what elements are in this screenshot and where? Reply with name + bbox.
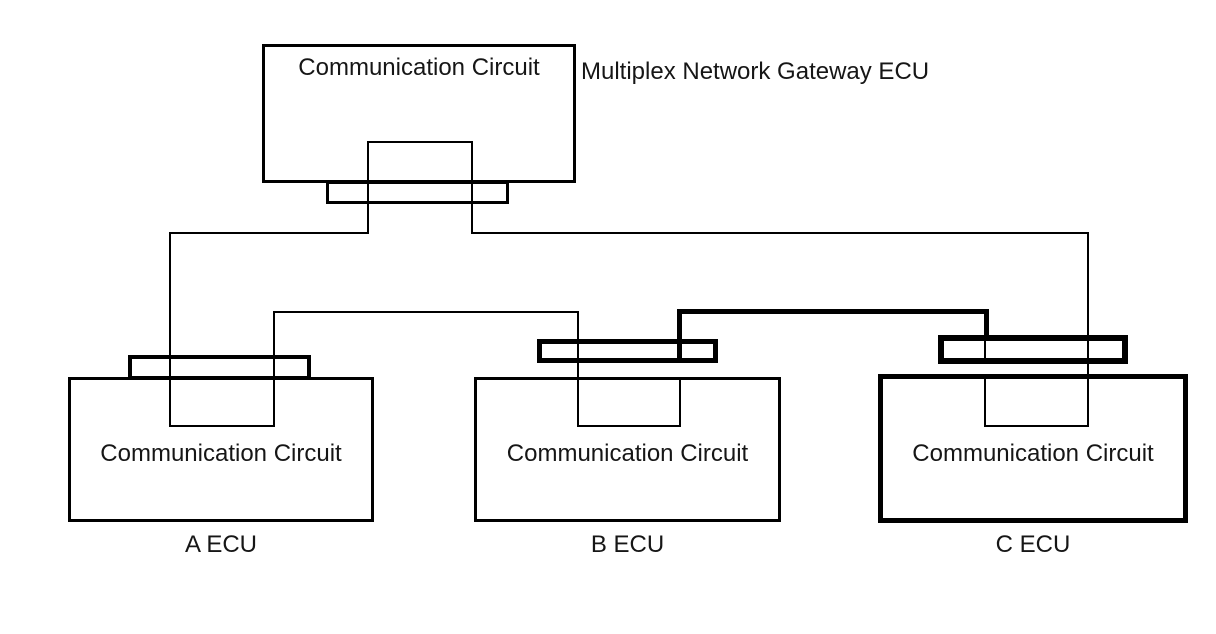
c-harness-connector bbox=[938, 335, 1128, 364]
bus-gateway-a-vertical bbox=[169, 232, 171, 427]
bus-gateway-c-vertical bbox=[1087, 232, 1089, 427]
gateway-circuit-label: Communication Circuit bbox=[298, 54, 540, 81]
a-ecu-label: A ECU bbox=[184, 531, 258, 558]
gateway-connector-top-wire bbox=[367, 141, 473, 143]
b-connector-bottom-wire bbox=[577, 425, 681, 427]
c-connector-left-wire-upper bbox=[984, 341, 986, 363]
bus-b-c-horizontal bbox=[677, 309, 989, 314]
bus-a-b-vertical-b bbox=[577, 311, 579, 427]
bus-a-b-horizontal bbox=[273, 311, 579, 313]
bus-gateway-a-horizontal bbox=[169, 232, 369, 234]
gateway-harness-connector bbox=[326, 181, 509, 204]
gateway-name-label: Multiplex Network Gateway ECU bbox=[581, 58, 930, 85]
b-ecu-label: B ECU bbox=[590, 531, 665, 558]
c-connector-bottom-wire bbox=[984, 425, 1089, 427]
a-harness-connector bbox=[128, 355, 311, 380]
b-ecu-box bbox=[474, 377, 781, 522]
b-connector-right-wire bbox=[679, 377, 681, 427]
bus-b-c-vertical-c bbox=[984, 309, 989, 341]
b-circuit-label: Communication Circuit bbox=[506, 440, 749, 467]
bus-gateway-c-horizontal bbox=[471, 232, 1089, 234]
bus-b-c-vertical-b bbox=[677, 309, 682, 362]
gateway-connector-left-wire bbox=[367, 141, 369, 233]
a-connector-bottom-wire bbox=[169, 425, 275, 427]
b-harness-connector bbox=[537, 339, 718, 363]
c-connector-left-wire bbox=[984, 374, 986, 427]
c-ecu-label: C ECU bbox=[995, 531, 1071, 558]
c-ecu-box bbox=[878, 374, 1188, 523]
gateway-connector-right-wire bbox=[471, 141, 473, 233]
c-circuit-label: Communication Circuit bbox=[912, 440, 1154, 467]
a-circuit-label: Communication Circuit bbox=[100, 440, 342, 467]
bus-a-b-vertical-a bbox=[273, 311, 275, 427]
